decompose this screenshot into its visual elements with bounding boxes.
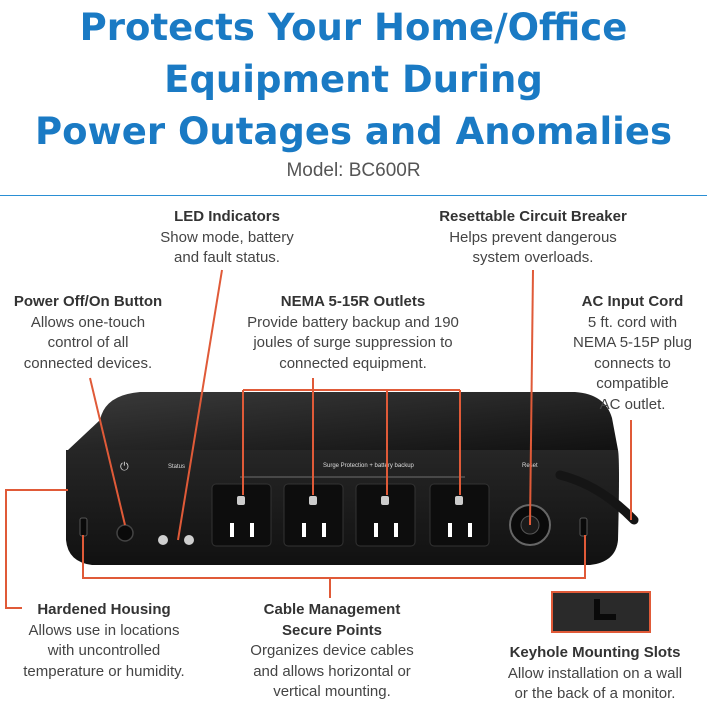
callout-power-line: connected devices. [23, 354, 153, 372]
callout-breaker-title: Resettable Circuit Breaker [439, 208, 627, 225]
callout-breaker-line: Helps prevent dangerous [449, 228, 617, 246]
callout-power-line: Allows one-touch [30, 313, 146, 331]
callout-led-line: Show mode, battery [160, 228, 294, 246]
callout-keyhole: Keyhole Mounting Slots Allow installatio… [484, 643, 706, 705]
callout-power-line: control of all [47, 334, 129, 351]
divider-line [0, 195, 707, 196]
power-symbol-icon: ⏻ [120, 460, 129, 473]
callout-housing-line: Allows use in locations [28, 621, 180, 639]
callout-cable-line: vertical mounting. [273, 683, 391, 700]
status-label: Status [168, 464, 185, 470]
headline-line-3: Power Outages and Anomalies [35, 110, 672, 153]
outlet-bar-label: Surge Protection + battery backup [323, 463, 415, 469]
callout-breaker: Resettable Circuit Breaker Helps prevent… [408, 207, 658, 269]
led-indicator-2 [184, 535, 194, 545]
callout-cord: AC Input Cord 5 ft. cord with NEMA 5-15P… [560, 292, 705, 415]
callout-outlets-title: NEMA 5-15R Outlets [280, 293, 426, 310]
led-indicator-1 [158, 535, 168, 545]
callout-cord-line: connects to [594, 354, 671, 372]
ac-input-cord [555, 470, 639, 525]
outlet-3 [355, 483, 416, 547]
headline-line-1: Protects Your Home/Office [79, 6, 628, 49]
callout-housing: Hardened Housing Allows use in locations… [4, 600, 204, 682]
callout-led-title: LED Indicators [174, 208, 280, 225]
callout-cable: Cable Management Secure Points Organizes… [222, 600, 442, 703]
device-top-surface [68, 392, 618, 450]
model-number: Model: BC600R [286, 160, 421, 181]
callout-keyhole-title: Keyhole Mounting Slots [509, 644, 681, 661]
power-button[interactable] [116, 524, 134, 542]
callout-outlets: NEMA 5-15R Outlets Provide battery backu… [208, 292, 498, 374]
outlet-2 [283, 483, 344, 547]
callout-power: Power Off/On Button Allows one-touch con… [0, 292, 176, 374]
callout-housing-line: with uncontrolled [47, 642, 161, 659]
callout-outlets-line: Provide battery backup and 190 [247, 313, 459, 331]
cable-slot-left [79, 517, 88, 537]
callout-cable-title: Cable Management [263, 601, 401, 618]
callout-cord-title: AC Input Cord [581, 293, 684, 310]
callout-cable-line: and allows horizontal or [253, 662, 411, 680]
callout-housing-title: Hardened Housing [37, 601, 171, 618]
callout-led: LED Indicators Show mode, battery and fa… [122, 207, 332, 269]
callout-power-title: Power Off/On Button [13, 293, 163, 310]
callout-keyhole-line: or the back of a monitor. [514, 685, 676, 702]
callout-outlets-line: connected equipment. [279, 354, 427, 372]
callout-housing-line: temperature or humidity. [23, 662, 185, 680]
callout-cable-line: Organizes device cables [250, 642, 414, 659]
headline-line-2: Equipment During [164, 58, 543, 101]
outlet-1 [211, 483, 272, 547]
callout-breaker-line: system overloads. [472, 249, 594, 266]
callout-cord-line: AC outlet. [599, 395, 666, 413]
callout-cord-line: 5 ft. cord with [587, 313, 678, 331]
cable-slot-right [579, 517, 588, 537]
callout-cord-line: compatible [596, 375, 669, 392]
callout-cord-line: NEMA 5-15P plug [573, 334, 692, 351]
callout-lines [5, 269, 632, 609]
callout-keyhole-line: Allow installation on a wall [507, 664, 683, 682]
callout-outlets-line: joules of surge suppression to [253, 334, 453, 351]
callout-led-line: and fault status. [174, 249, 280, 266]
callout-cable-title-2: Secure Points [281, 621, 383, 639]
keyhole-slot-inset [551, 591, 651, 633]
